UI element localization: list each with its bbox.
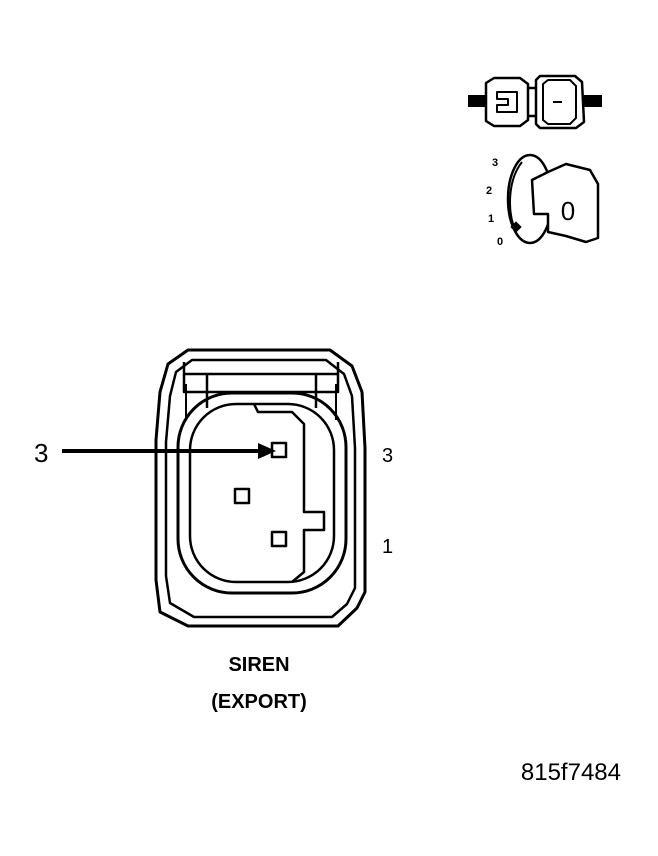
connector-name: SIREN bbox=[228, 654, 289, 676]
dial-position-3: 3 bbox=[492, 157, 498, 169]
dial-position-1: 1 bbox=[488, 213, 494, 225]
dial-position-0: 0 bbox=[497, 236, 503, 248]
pin-cavity-2 bbox=[233, 487, 251, 505]
pin-cavity-3 bbox=[270, 441, 288, 459]
dial-position-marker bbox=[510, 221, 522, 233]
terminal-insert bbox=[252, 403, 326, 583]
callout-pin-label: 3 bbox=[34, 438, 48, 468]
pin-cavity-1 bbox=[270, 530, 288, 548]
housing-outer bbox=[154, 348, 367, 628]
insert-outline bbox=[176, 391, 348, 595]
key-dial-icon bbox=[506, 153, 600, 245]
key-shape bbox=[530, 162, 600, 244]
callout-arrow bbox=[62, 443, 276, 459]
connector-subname: (EXPORT) bbox=[211, 691, 307, 713]
pin-label-top: 3 bbox=[382, 445, 393, 467]
key-number: 0 bbox=[561, 196, 575, 226]
figure-id: 815f7484 bbox=[521, 759, 621, 786]
connector-face bbox=[154, 348, 367, 628]
insert-inner-outline bbox=[188, 402, 336, 584]
connector-side-icon bbox=[468, 74, 602, 130]
housing-inner bbox=[164, 358, 357, 619]
dial-arc bbox=[509, 161, 523, 233]
pin-label-bottom: 1 bbox=[382, 536, 393, 558]
dial-position-2: 2 bbox=[486, 185, 492, 197]
